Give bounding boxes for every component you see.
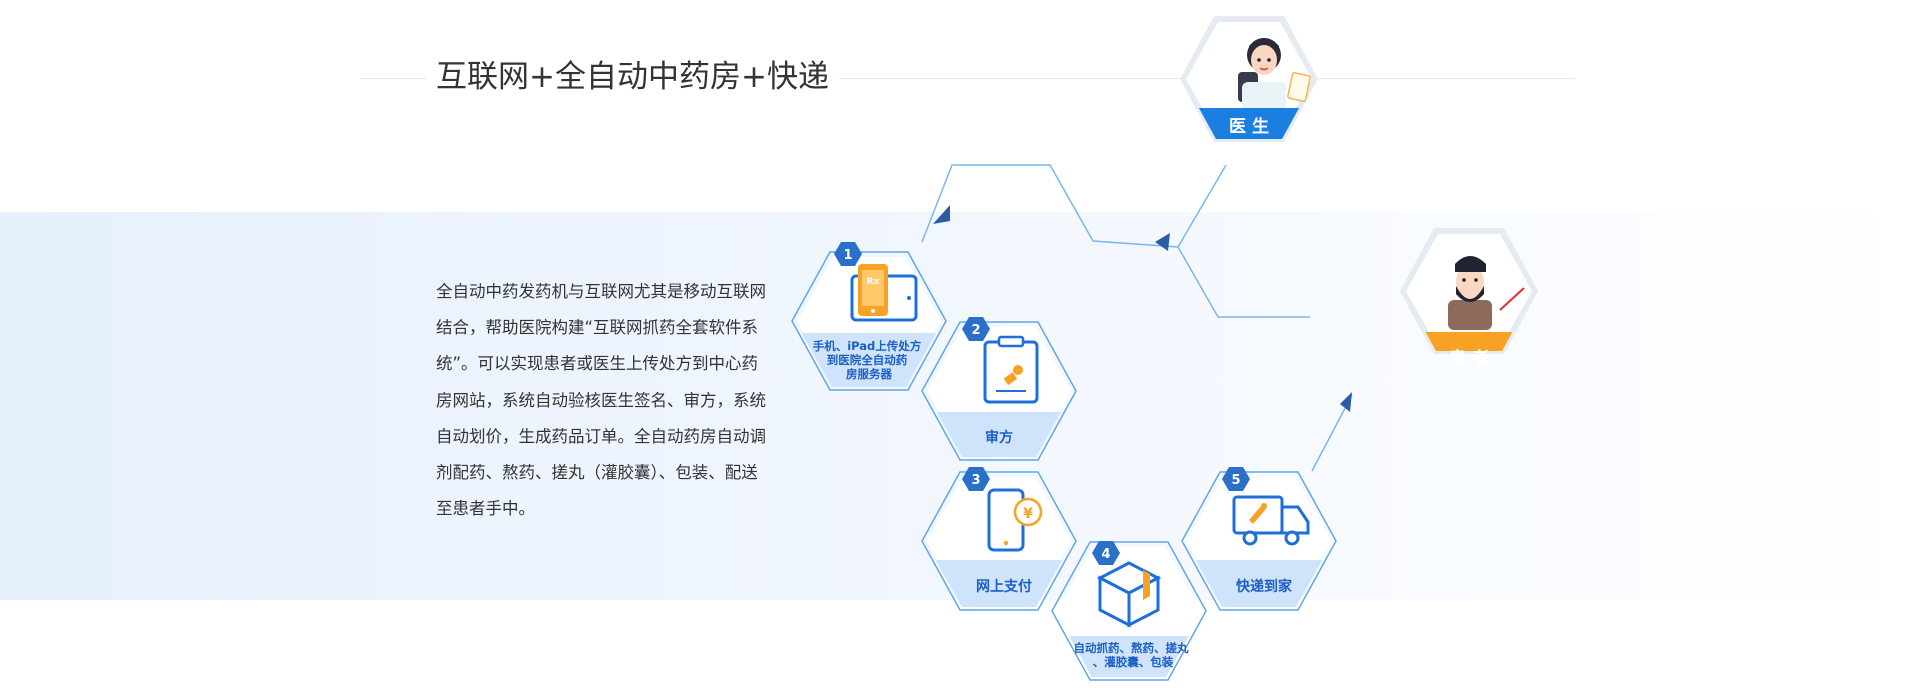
svg-text:¥: ¥ bbox=[1023, 506, 1033, 522]
step-4-label-line: 、灌胶囊、包装 bbox=[1093, 655, 1174, 669]
step-2-hexagon: 审方 bbox=[921, 321, 1077, 461]
patient-hexagon bbox=[1400, 228, 1538, 354]
mobile-payment-icon: ¥ bbox=[987, 488, 1043, 552]
patient-avatar-icon bbox=[1448, 256, 1525, 330]
step-1-badge: 1 bbox=[834, 242, 862, 266]
arrow-to-step1 bbox=[933, 205, 950, 224]
step-1-number: 1 bbox=[843, 248, 852, 263]
step-3-label: 网上支付 bbox=[976, 578, 1032, 595]
step-4-number: 4 bbox=[1101, 547, 1110, 562]
svg-text:Rx: Rx bbox=[867, 277, 880, 287]
patient-label-band bbox=[1403, 332, 1535, 351]
description-text: 全自动中药发药机与互联网尤其是移动互联网结合，帮助医院构建“互联网抓药全套软件系… bbox=[436, 282, 766, 519]
step-2-number: 2 bbox=[971, 323, 980, 338]
step-1-label-line: 手机、iPad上传处方 bbox=[813, 339, 922, 353]
step-2-badge: 2 bbox=[962, 317, 990, 341]
patient-label: 患 者 bbox=[1449, 348, 1489, 369]
step-1-label: 手机、iPad上传处方 到医院全自动药 房服务器 bbox=[813, 339, 926, 381]
step-1-hexagon: Rx 手机、iPad上传处方 到医院全自动药 房服务器 bbox=[791, 251, 947, 391]
step-1-label-line: 房服务器 bbox=[846, 367, 892, 381]
step-2-label: 审方 bbox=[985, 429, 1013, 446]
connector-doctor-to-hub bbox=[921, 164, 1179, 248]
title-divider bbox=[360, 78, 1575, 79]
step-4-label: 自动抓药、熬药、搓丸 、灌胶囊、包装 bbox=[1073, 641, 1192, 669]
doctor-avatar-icon bbox=[1238, 38, 1311, 111]
step-4-badge: 4 bbox=[1092, 541, 1120, 565]
delivery-truck-icon bbox=[1232, 495, 1310, 546]
step-5-number: 5 bbox=[1231, 473, 1240, 488]
step-4-hexagon: 自动抓药、熬药、搓丸 、灌胶囊、包装 bbox=[1051, 541, 1207, 681]
arrow-to-hub bbox=[1155, 233, 1170, 251]
clipboard-approval-icon bbox=[983, 335, 1039, 404]
arrow-to-patient bbox=[1340, 392, 1352, 412]
page-title: 互联网+全自动中药房+快递 bbox=[426, 54, 839, 100]
flow-arrows bbox=[933, 205, 1352, 412]
step-1-label-line: 到医院全自动药 bbox=[827, 353, 908, 367]
step-3-hexagon: ¥ 网上支付 bbox=[921, 471, 1077, 611]
phone-tablet-rx-icon: Rx bbox=[850, 264, 918, 322]
doctor-label: 医 生 bbox=[1229, 116, 1269, 137]
step-4-label-line: 自动抓药、熬药、搓丸 bbox=[1073, 641, 1188, 655]
step-5-label: 快递到家 bbox=[1236, 578, 1293, 595]
connector-patient-to-doctor bbox=[1177, 164, 1310, 318]
step-3-number: 3 bbox=[971, 473, 980, 488]
package-box-icon bbox=[1096, 561, 1162, 628]
step-5-badge: 5 bbox=[1222, 467, 1250, 491]
step-3-badge: 3 bbox=[962, 467, 990, 491]
step-5-hexagon: 快递到家 bbox=[1181, 471, 1337, 611]
